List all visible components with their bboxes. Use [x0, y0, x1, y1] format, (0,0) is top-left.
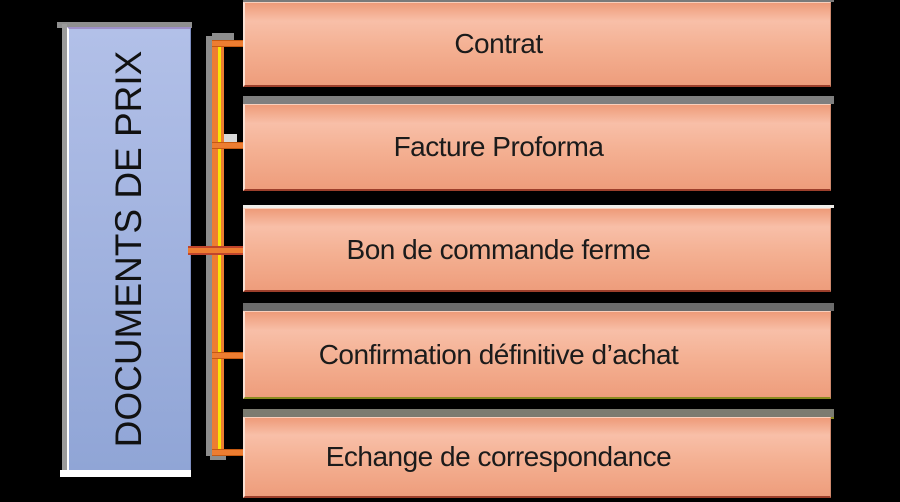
doc-box-label: Echange de correspondance [325, 441, 672, 472]
highlight-bar-above-box-3 [243, 205, 834, 208]
doc-box-contrat: Contrat [243, 2, 831, 87]
connector-stub-box-1 [212, 40, 243, 47]
doc-box-label: Confirmation définitive d’achat [318, 338, 679, 370]
connector-shadow-cap-stub-2 [224, 134, 237, 142]
doc-box-bon-de-commande-ferme: Bon de commande ferme [243, 208, 831, 292]
root-box-label: DOCUMENTS DE PRIX [108, 50, 149, 448]
connector-shadow-cap-top [212, 33, 234, 40]
doc-box-confirmation-definitive-achat: Confirmation définitive d’achat [243, 311, 831, 399]
shadow-bar-above-box-2 [243, 96, 834, 104]
connector-stub-box-4 [212, 352, 243, 359]
root-box-shadow-top [57, 22, 192, 28]
connector-stub-box-2 [212, 142, 243, 149]
connector-main-from-root [188, 246, 243, 255]
doc-box-facture-proforma: Facture Proforma [243, 104, 831, 191]
shadow-bar-above-box-1 [243, 0, 834, 2]
doc-box-label: Contrat [454, 28, 543, 59]
root-box-bottom-highlight [60, 470, 191, 477]
doc-box-label: Facture Proforma [393, 131, 604, 162]
root-box-shadow-left [62, 24, 67, 470]
connector-stub-box-5 [212, 449, 243, 456]
doc-box-echange-de-correspondance: Echange de correspondance [243, 417, 831, 498]
shadow-bar-above-box-4 [243, 303, 834, 311]
doc-box-label: Bon de commande ferme [346, 233, 651, 265]
connector-shadow-cap-bottom [210, 456, 226, 460]
root-box-documents-de-prix [67, 27, 191, 470]
